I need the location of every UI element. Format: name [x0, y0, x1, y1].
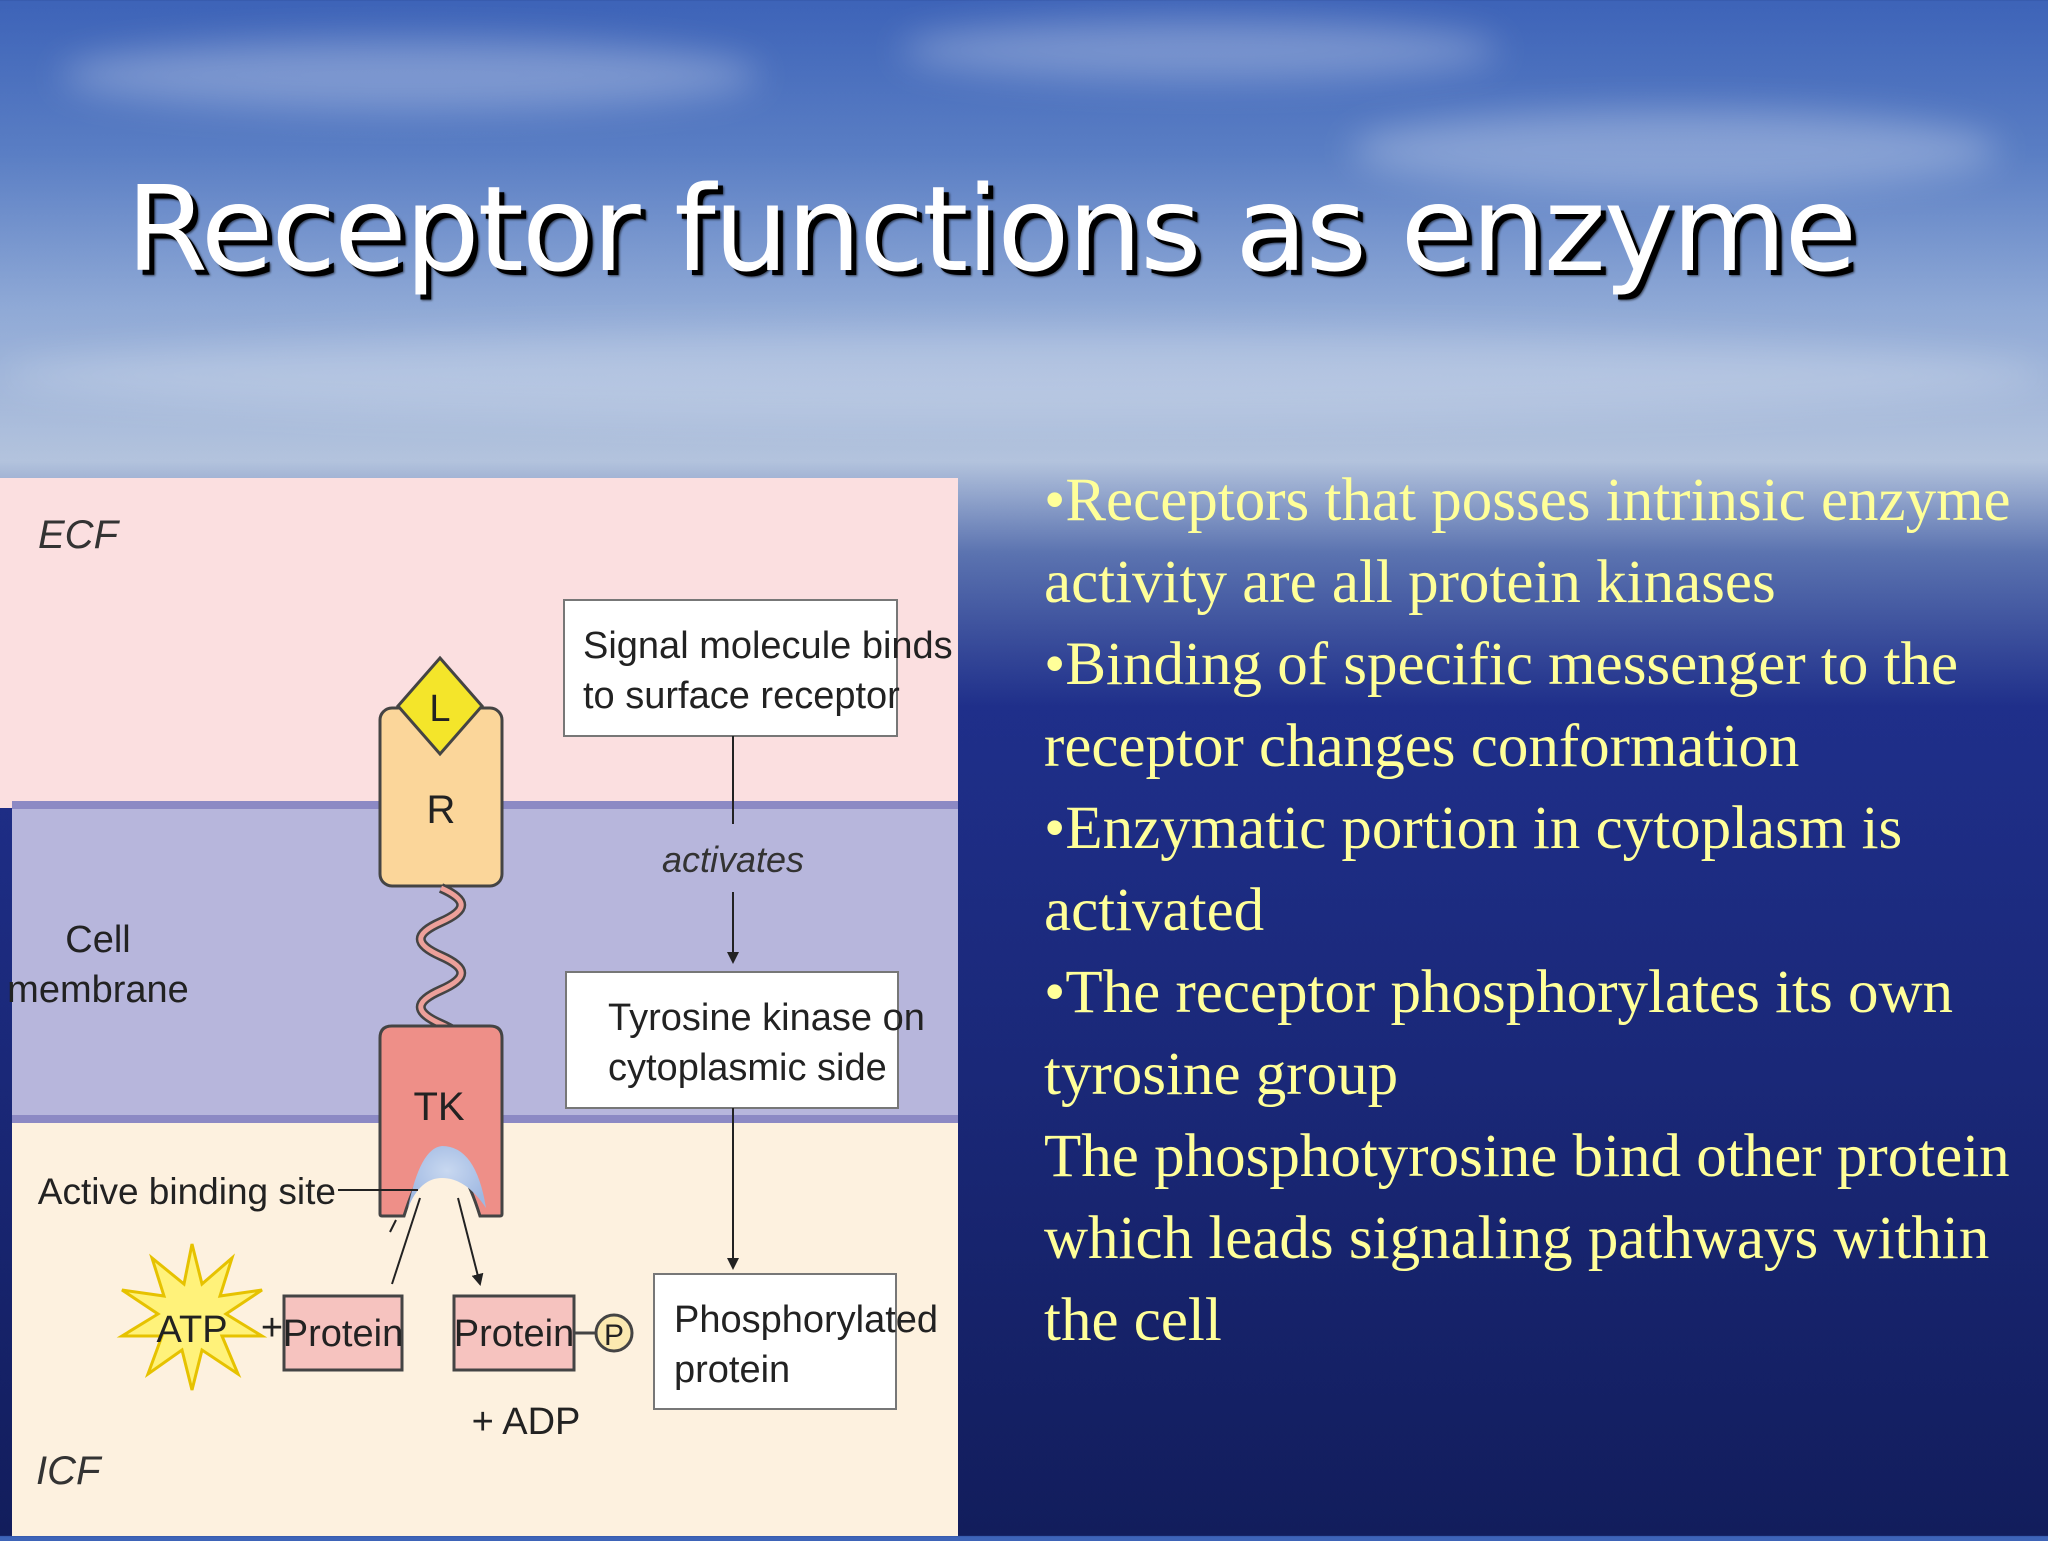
- tk-label: TK: [413, 1085, 464, 1129]
- adp-label: + ADP: [472, 1401, 581, 1443]
- protein-substrate-box: [282, 1294, 404, 1372]
- protein-product-label: Protein: [454, 1313, 574, 1355]
- reaction-in-line-2: [391, 1197, 421, 1285]
- active-binding-site-label: Active binding site: [38, 1171, 336, 1212]
- ecf-label: ECF: [38, 513, 121, 557]
- box-phosphorylated-protein: [653, 1273, 897, 1410]
- ligand-diamond: [396, 655, 484, 757]
- ligand-label: L: [429, 688, 450, 730]
- box-phos-line1: Phosphorylated: [674, 1299, 938, 1341]
- box-tyrosine-kinase: [565, 971, 899, 1109]
- plus-sign: +: [261, 1307, 283, 1349]
- sky-cloud: [0, 330, 2048, 420]
- active-site-pocket: [408, 1146, 486, 1208]
- sky-cloud: [900, 20, 1500, 80]
- bullet-item: The phosphotyrosine bind other protein w…: [1044, 1123, 2010, 1354]
- box-signal-line2: to surface receptor: [583, 675, 900, 717]
- protein-product-box: [452, 1294, 576, 1372]
- box-signal-line1: Signal molecule binds: [583, 625, 953, 667]
- atp-burst: [116, 1243, 268, 1391]
- receptor-label: R: [427, 788, 456, 832]
- box-tk-line2: cytoplasmic side: [608, 1047, 887, 1089]
- bullet-item: •Receptors that posses intrinsic enzyme …: [1044, 467, 2011, 616]
- bullet-item: •Binding of specific messenger to the re…: [1044, 631, 1959, 780]
- icf-label: ICF: [36, 1449, 103, 1493]
- phosphate-label: P: [604, 1319, 624, 1352]
- phosphate-circle: [594, 1313, 634, 1353]
- activates-label: activates: [662, 839, 804, 880]
- cell-membrane-label-line2: membrane: [7, 969, 189, 1011]
- box-signal: [563, 599, 898, 737]
- cell-membrane-label-line1: Cell: [65, 919, 130, 961]
- protein-substrate-label: Protein: [283, 1313, 403, 1355]
- bullet-item: •Enzymatic portion in cytoplasm is activ…: [1044, 795, 1903, 944]
- reaction-out-arrow: [457, 1197, 484, 1286]
- sky-cloud: [60, 40, 760, 110]
- receptor-diagram: ECF ICF Cell membrane R L TK Active bind…: [0, 478, 958, 1536]
- bullet-item: •The receptor phosphorylates its own tyr…: [1044, 959, 1954, 1108]
- bullet-list: •Receptors that posses intrinsic enzyme …: [1044, 460, 2034, 1362]
- box-tk-line1: Tyrosine kinase on: [608, 997, 925, 1039]
- atp-label: ATP: [156, 1309, 227, 1351]
- box-phos-line2: protein: [674, 1349, 790, 1391]
- slide-title: Receptor functions as enzyme: [126, 160, 1857, 298]
- reaction-in-line: [389, 1219, 397, 1233]
- sky-cloud: [1350, 110, 2000, 190]
